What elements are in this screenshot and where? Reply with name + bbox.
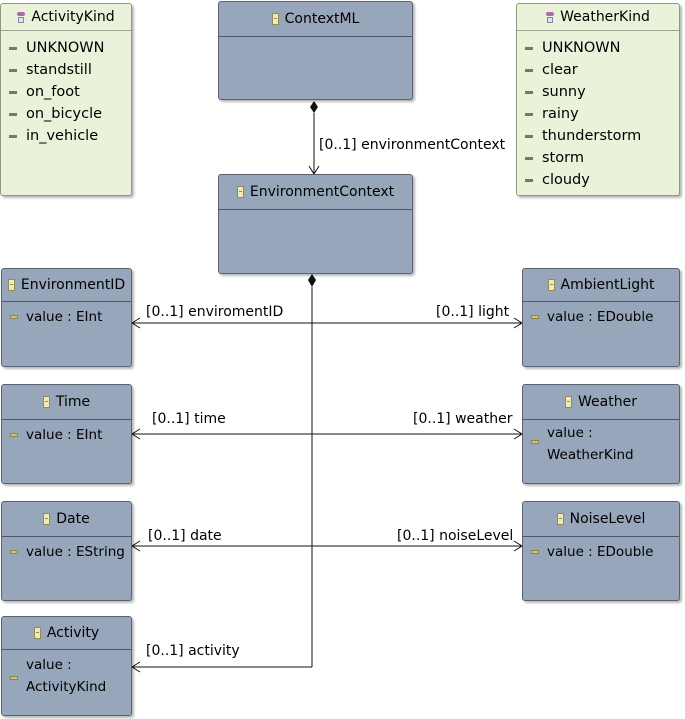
class-icon xyxy=(271,13,279,25)
class-header: Weather xyxy=(523,385,679,420)
enum-name: ActivityKind xyxy=(31,9,115,25)
class-name: NoiseLevel xyxy=(569,511,646,527)
ref-label-environment-context: [0..1] environmentContext xyxy=(319,137,506,153)
class-attribute: value : EDouble xyxy=(523,302,679,327)
attribute-icon xyxy=(10,676,18,680)
class-header: AmbientLight xyxy=(523,269,679,302)
enum-literal: on_bicycle xyxy=(1,103,131,125)
literal-icon xyxy=(9,46,17,50)
class-icon xyxy=(43,513,51,525)
attribute-icon xyxy=(531,315,539,319)
class-attribute: value : EString xyxy=(2,537,131,562)
composition-diamond-bottom xyxy=(308,274,316,287)
literal-icon xyxy=(525,178,533,182)
literal-icon xyxy=(9,112,17,116)
attribute-icon xyxy=(531,550,539,554)
class-header: Date xyxy=(2,502,131,537)
enum-weather-kind[interactable]: WeatherKind UNKNOWN clear sunny rainy th… xyxy=(516,3,680,196)
attribute-icon xyxy=(10,550,18,554)
enum-literal: sunny xyxy=(517,81,679,103)
enum-literal: storm xyxy=(517,147,679,169)
class-weather[interactable]: Weather value : WeatherKind xyxy=(522,384,680,484)
enum-name: WeatherKind xyxy=(560,9,650,25)
enum-header: ActivityKind xyxy=(1,4,131,31)
enum-literal: UNKNOWN xyxy=(517,37,679,59)
enum-activity-kind[interactable]: ActivityKind UNKNOWN standstill on_foot … xyxy=(0,3,132,196)
literal-icon xyxy=(9,134,17,138)
class-ambient-light[interactable]: AmbientLight value : EDouble xyxy=(522,268,680,367)
class-header: NoiseLevel xyxy=(523,502,679,537)
class-environment-id[interactable]: EnvironmentID value : EInt xyxy=(1,268,132,367)
class-icon xyxy=(42,396,50,408)
literal-icon xyxy=(9,90,17,94)
attribute-icon xyxy=(10,433,18,437)
class-name: Weather xyxy=(578,394,637,410)
literal-icon xyxy=(525,112,533,116)
class-attribute: value : WeatherKind xyxy=(523,420,679,466)
class-header: EnvironmentID xyxy=(2,269,131,302)
class-attribute: value : EInt xyxy=(2,420,131,445)
class-attribute: value : ActivityKind xyxy=(2,650,131,698)
class-name: Date xyxy=(56,511,90,527)
class-environment-context[interactable]: EnvironmentContext xyxy=(218,174,413,274)
class-header: Time xyxy=(2,385,131,420)
ref-label-enviroment-id: [0..1] enviromentID xyxy=(146,304,284,320)
attribute-icon xyxy=(531,440,539,444)
literal-icon xyxy=(525,134,533,138)
class-icon xyxy=(236,186,244,198)
literal-icon xyxy=(9,68,17,72)
class-activity[interactable]: Activity value : ActivityKind xyxy=(1,616,132,716)
class-header: EnvironmentContext xyxy=(219,175,412,210)
class-icon xyxy=(33,627,41,639)
ref-label-date: [0..1] date xyxy=(148,528,222,544)
enum-literal: cloudy xyxy=(517,169,679,191)
enum-icon xyxy=(546,11,555,23)
class-attribute: value : EDouble xyxy=(523,537,679,562)
attribute-icon xyxy=(10,315,18,319)
class-icon xyxy=(556,513,564,525)
enum-icon xyxy=(17,11,26,23)
enum-literal: rainy xyxy=(517,103,679,125)
ref-label-noise-level: [0..1] noiseLevel xyxy=(397,528,514,544)
enum-literal: UNKNOWN xyxy=(1,37,131,59)
class-attribute: value : EInt xyxy=(2,302,131,327)
composition-diamond-top xyxy=(310,101,318,113)
class-noise-level[interactable]: NoiseLevel value : EDouble xyxy=(522,501,680,601)
class-name: Activity xyxy=(46,625,100,641)
class-icon xyxy=(7,279,15,291)
enum-header: WeatherKind xyxy=(517,4,679,31)
enum-literal: clear xyxy=(517,59,679,81)
class-context-ml[interactable]: ContextML xyxy=(218,1,413,100)
class-name: EnvironmentContext xyxy=(249,184,395,200)
ref-label-light: [0..1] light xyxy=(436,304,510,320)
class-icon xyxy=(547,279,555,291)
enum-literal: standstill xyxy=(1,59,131,81)
class-name: AmbientLight xyxy=(560,277,655,293)
class-name: EnvironmentID xyxy=(20,277,126,293)
class-name: ContextML xyxy=(284,11,360,27)
class-date[interactable]: Date value : EString xyxy=(1,501,132,601)
enum-literal: in_vehicle xyxy=(1,125,131,147)
class-icon xyxy=(565,396,573,408)
class-time[interactable]: Time value : EInt xyxy=(1,384,132,484)
literal-icon xyxy=(525,68,533,72)
ref-label-time: [0..1] time xyxy=(152,411,226,427)
class-header: Activity xyxy=(2,617,131,650)
literal-icon xyxy=(525,90,533,94)
enum-literal: thunderstorm xyxy=(517,125,679,147)
ref-label-activity: [0..1] activity xyxy=(146,643,240,659)
literal-icon xyxy=(525,46,533,50)
enum-literal: on_foot xyxy=(1,81,131,103)
class-header: ContextML xyxy=(219,2,412,37)
literal-icon xyxy=(525,156,533,160)
ref-label-weather: [0..1] weather xyxy=(413,411,513,427)
class-name: Time xyxy=(55,394,91,410)
